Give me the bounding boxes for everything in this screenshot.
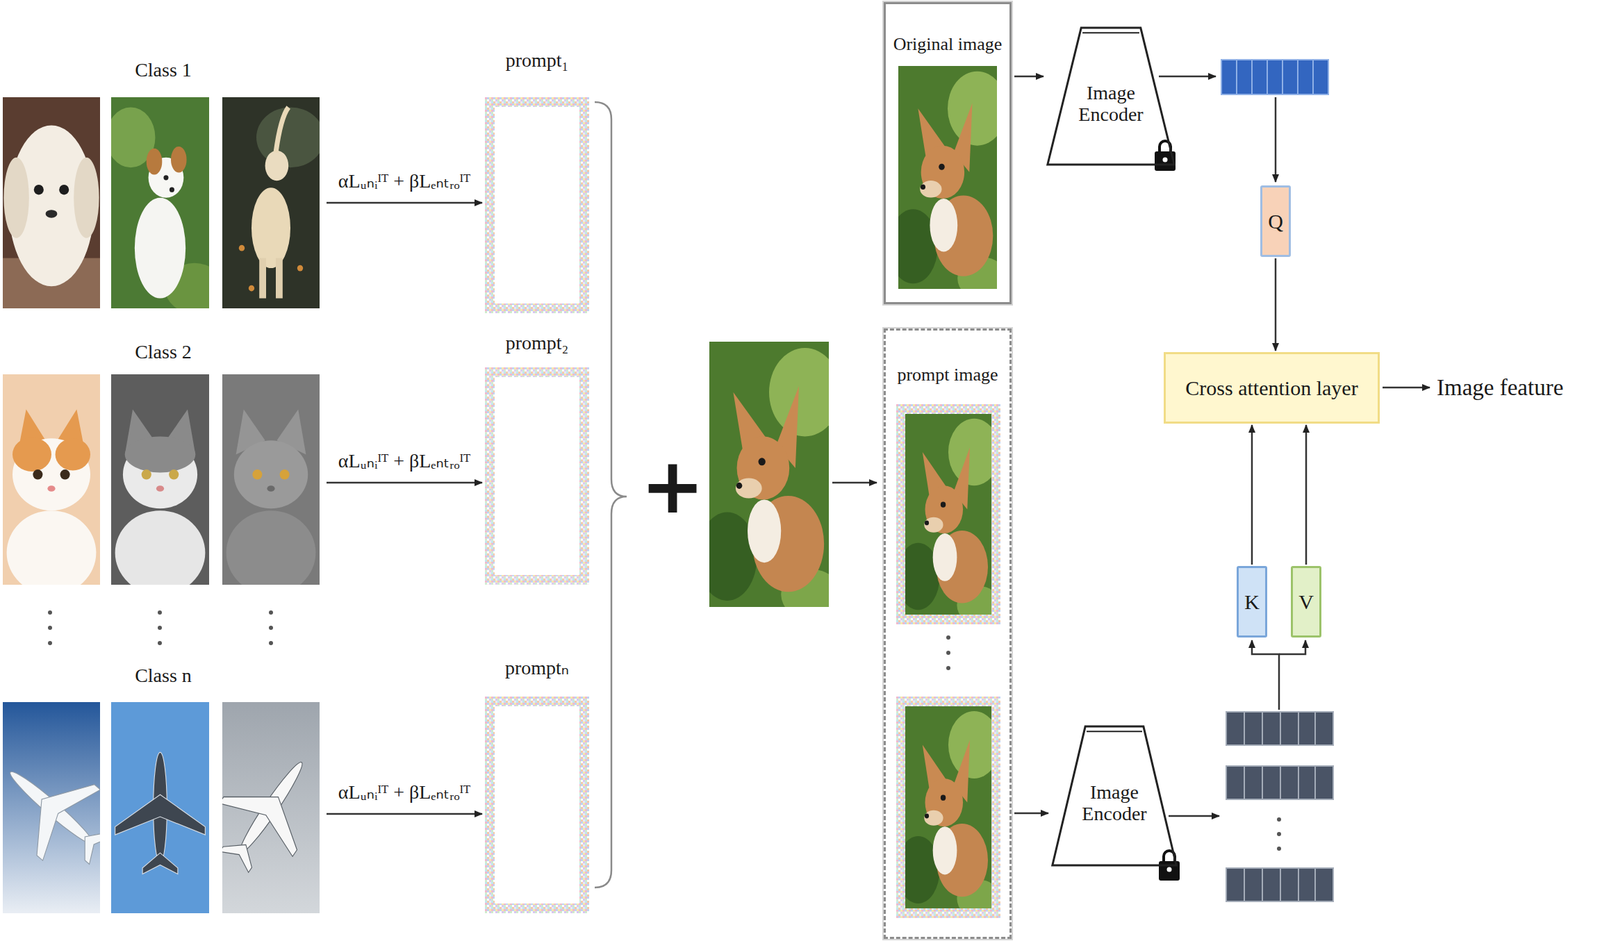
prompt-box: promptₙ — [484, 656, 590, 914]
prompt-frame — [484, 97, 590, 314]
loss-formula: αLᵤₙᵢᴵᵀ + βLₑₙₜᵣₒᴵᵀ — [338, 780, 471, 805]
output-label: Image feature — [1436, 375, 1564, 401]
prompt-heading: prompt₁ — [505, 48, 569, 73]
plus-sign: + — [640, 444, 705, 529]
image-panel: prompt image — [883, 328, 1012, 940]
prompted-photo — [896, 404, 1001, 625]
class-heading: Class 1 — [134, 58, 192, 82]
encoder-trapezoid-outline — [1052, 726, 1177, 866]
connector-arrow — [326, 813, 483, 816]
panel-title: Original image — [893, 33, 1003, 55]
plane-photo — [197, 702, 339, 914]
cat-photo — [111, 374, 210, 595]
prompt-frame — [484, 696, 590, 914]
prompt-heading: prompt₂ — [505, 331, 569, 356]
class-group: Class 2 — [2, 340, 324, 587]
cat-photo — [222, 374, 320, 595]
loss-formula: αLᵤₙᵢᴵᵀ + βLₑₙₜᵣₒᴵᵀ — [338, 449, 471, 474]
encoder-top-line — [1082, 31, 1140, 34]
box-label: K — [1244, 590, 1260, 615]
dog-photo — [222, 97, 325, 309]
group-bracket — [594, 102, 627, 888]
encoder-label: Image Encoder — [1069, 82, 1153, 126]
connector-arrow — [326, 202, 483, 205]
box-label: Q — [1267, 209, 1284, 234]
image-panel: Original image — [883, 2, 1012, 305]
encoder-trapezoid: Image Encoder — [1046, 25, 1176, 167]
encoder-trapezoid-outline — [1047, 27, 1175, 165]
loss-formula: αLᵤₙᵢᴵᵀ + βLₑₙₜᵣₒᴵᵀ — [338, 169, 471, 194]
prompt-frame — [484, 367, 590, 585]
prompt-frames — [484, 97, 590, 914]
prompt-box: prompt₁ — [484, 48, 590, 314]
encoder-label: Image Encoder — [1072, 782, 1157, 826]
prompted-photo — [896, 696, 1001, 919]
dog-photo — [106, 97, 224, 314]
query-box: Q — [1260, 185, 1291, 258]
class-group: Class 1 — [2, 58, 324, 310]
dog-photo — [2, 97, 101, 309]
cat-photo — [2, 374, 101, 595]
connector-arrow — [1274, 258, 1277, 351]
class-photos — [0, 97, 339, 914]
class-heading: Class n — [134, 664, 192, 688]
plane-photo — [111, 702, 210, 914]
encoder-top-line — [1086, 730, 1143, 733]
box-label: V — [1298, 590, 1314, 615]
input-photo — [697, 341, 841, 620]
token-bar — [1221, 59, 1329, 95]
key-box: K — [1236, 566, 1268, 638]
value-box: V — [1290, 566, 1322, 638]
token-bar — [1226, 712, 1334, 746]
prompt-heading: promptₙ — [505, 656, 569, 681]
encoder-trapezoid: Image Encoder — [1051, 724, 1178, 868]
connector-arrow — [326, 482, 483, 485]
token-bar — [1226, 868, 1334, 902]
connector-arrow — [1014, 75, 1044, 78]
flow-arrows — [832, 76, 1430, 817]
ellipsis-dots — [47, 610, 1282, 852]
panel-title: prompt image — [896, 364, 998, 386]
prompt-box: prompt₂ — [484, 331, 590, 585]
class-group: Class n — [2, 664, 324, 914]
plane-photo — [0, 702, 130, 914]
connector-arrow — [1014, 812, 1049, 815]
connector-arrow — [1251, 425, 1254, 565]
attention-box: Cross attention layer — [1163, 352, 1380, 424]
token-bar — [1226, 766, 1334, 800]
box-label: Cross attention layer — [1185, 376, 1358, 401]
class-heading: Class 2 — [134, 340, 192, 365]
connector-arrow — [1305, 425, 1308, 565]
input-photo — [888, 66, 1007, 300]
